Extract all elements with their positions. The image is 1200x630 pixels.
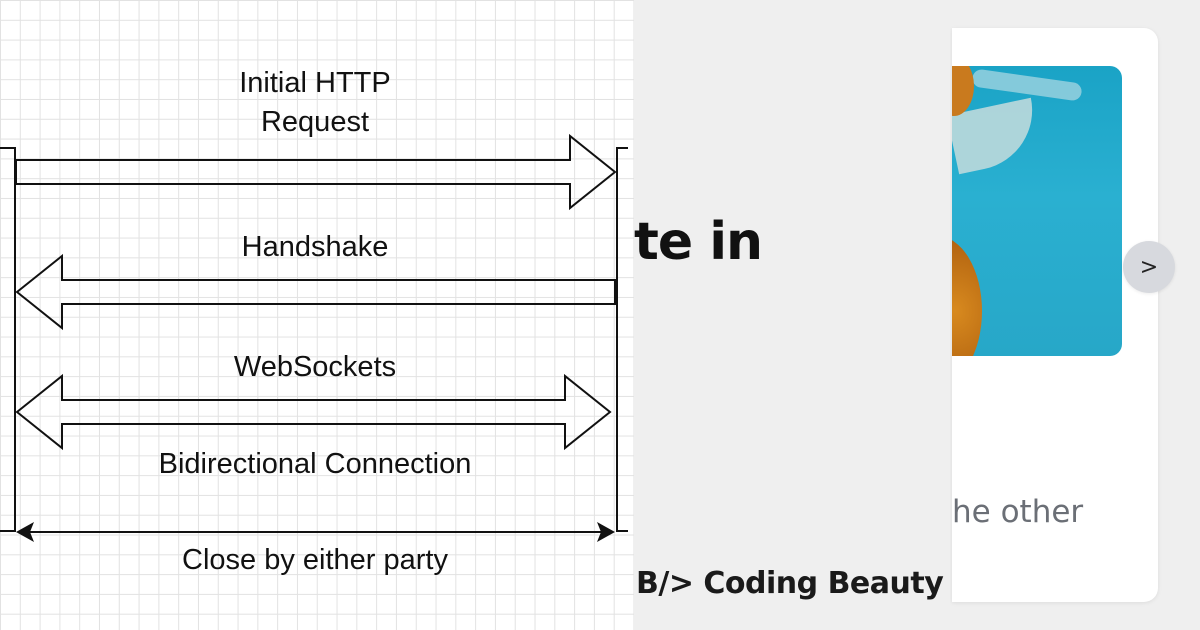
bidirectional-label: Bidirectional Connection [159, 448, 472, 480]
handshake-arrow [15, 253, 616, 331]
initial-request-label-line1: Initial HTTP [239, 67, 390, 99]
orange-fruit-top-shape [952, 66, 974, 116]
related-card-area: he other > [950, 0, 1200, 630]
diagram-canvas: Initial HTTP Request Handshake WebSocket… [0, 67, 628, 576]
brand-logo-text: B/> Coding Beauty [636, 566, 944, 601]
close-label: Close by either party [182, 544, 448, 576]
card-thumbnail-image[interactable] [952, 66, 1122, 356]
chevron-right-icon: > [1139, 254, 1159, 280]
headline-fragment: te in [634, 212, 763, 272]
initial-request-label-line2: Request [261, 106, 369, 138]
orange-fruit-shape [952, 236, 982, 356]
websocket-diagram: Initial HTTP Request Handshake WebSocket… [0, 0, 634, 630]
websockets-label: WebSockets [234, 351, 396, 383]
client-lifeline [0, 147, 16, 532]
close-arrowhead-right [597, 522, 615, 542]
article-header-area: te in B/> Coding Beauty [634, 0, 950, 630]
request-arrow [15, 133, 617, 211]
carousel-next-button[interactable]: > [1123, 241, 1175, 293]
handshake-label: Handshake [242, 231, 389, 263]
server-lifeline [616, 147, 628, 532]
related-article-card[interactable]: he other [952, 28, 1158, 602]
close-arrowhead-left [16, 522, 34, 542]
water-ripple-shape [971, 68, 1083, 102]
bidirectional-arrow [15, 373, 612, 451]
card-excerpt-text: he other [952, 494, 1084, 530]
